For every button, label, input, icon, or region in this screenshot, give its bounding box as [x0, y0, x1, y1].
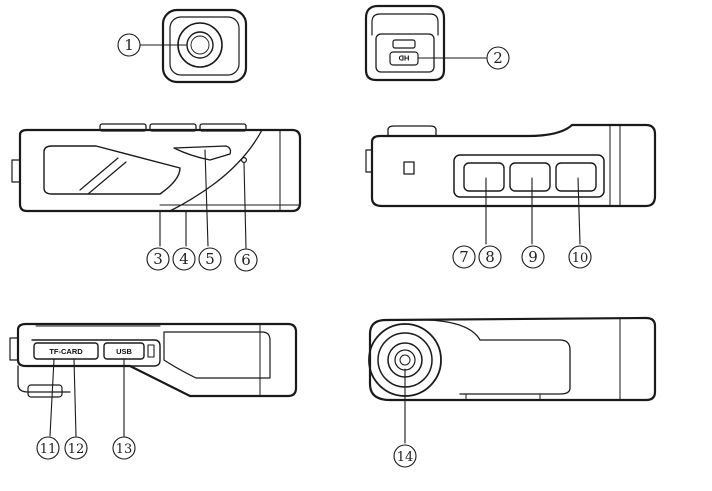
callout-12 [64, 436, 88, 460]
svg-text:HD: HD [398, 54, 409, 63]
svg-text:7: 7 [459, 248, 469, 266]
callout-6 [234, 248, 258, 272]
svg-text:6: 6 [241, 251, 251, 269]
bottom-body [16, 322, 298, 398]
svg-text:10: 10 [572, 251, 589, 266]
svg-text:12: 12 [68, 442, 85, 457]
top-button-1 [99, 123, 147, 132]
square-port [403, 161, 415, 175]
tf-card-slot [33, 342, 99, 360]
side-button-3 [555, 162, 597, 192]
left-body [18, 128, 302, 213]
indicator-hole [241, 157, 248, 164]
callout-14 [393, 444, 417, 468]
right-body [370, 123, 657, 208]
callout-11 [36, 436, 60, 460]
top-button-2 [149, 123, 197, 132]
svg-text:1: 1 [124, 36, 134, 54]
left-side-view: 3 4 5 6 [11, 123, 302, 272]
svg-text:4: 4 [179, 250, 189, 268]
svg-text:2: 2 [493, 49, 503, 67]
svg-text:3: 3 [153, 250, 163, 268]
callout-7 [452, 245, 476, 269]
front-view: 1 [117, 8, 248, 84]
bottom-view: TF-CARD USB 11 12 13 [9, 322, 298, 460]
top-body [368, 316, 657, 402]
usb-label: USB [116, 347, 132, 356]
side-button-2 [509, 162, 551, 192]
front-body [161, 8, 248, 84]
button-panel [453, 154, 605, 198]
callout-2 [486, 46, 510, 70]
callout-9 [521, 245, 545, 269]
side-button-1 [463, 162, 505, 192]
callout-13 [112, 436, 136, 460]
svg-text:11: 11 [40, 442, 57, 457]
callout-10 [568, 245, 592, 269]
svg-text:8: 8 [485, 248, 495, 266]
back-body [364, 4, 446, 82]
right-side-view: 7 8 9 10 [365, 123, 657, 269]
callout-4 [172, 247, 196, 271]
svg-text:13: 13 [116, 442, 133, 457]
top-view: 14 [368, 316, 657, 468]
callout-5 [198, 247, 222, 271]
callout-8 [478, 245, 502, 269]
tf-card-label: TF-CARD [49, 347, 83, 356]
callout-3 [146, 247, 170, 271]
top-button-3 [199, 123, 247, 132]
svg-text:14: 14 [397, 450, 414, 465]
svg-text:9: 9 [528, 248, 538, 266]
callout-1 [117, 33, 141, 57]
svg-text:5: 5 [205, 250, 215, 268]
back-view: HD 2 [364, 4, 510, 82]
